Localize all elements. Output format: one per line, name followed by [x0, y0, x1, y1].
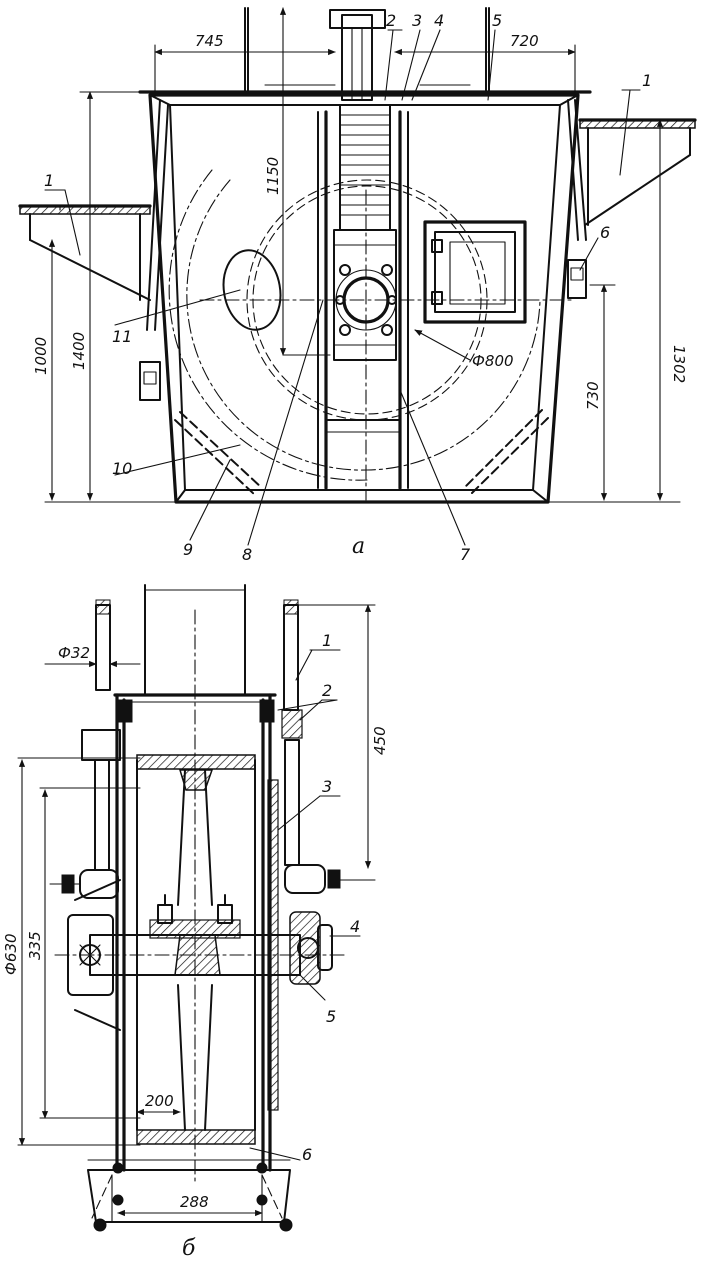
dim-288: 288 — [180, 1193, 209, 1211]
view-a: 745 720 1150 1000 1400 1302 730 Ф800 1 1… — [18, 7, 697, 564]
bottom-frame — [87, 1162, 293, 1232]
callout-a-10: 10 — [112, 459, 132, 478]
callout-a-3: 3 — [412, 11, 422, 30]
left-bracket — [18, 204, 152, 301]
labels-b: Ф32 450 Ф630 335 200 288 1 2 3 4 5 6 б — [2, 631, 389, 1261]
dim-730: 730 — [584, 381, 602, 410]
callout-b-6: 6 — [302, 1145, 312, 1164]
dim-450: 450 — [371, 726, 389, 755]
dim-1150: 1150 — [264, 157, 282, 195]
right-wall-strip — [267, 779, 279, 1111]
column-lower — [325, 419, 401, 433]
callout-b-2: 2 — [322, 681, 332, 700]
dims-b — [17, 604, 376, 1217]
upper-column — [144, 584, 246, 696]
dim-1000: 1000 — [32, 337, 50, 375]
leaders-a — [44, 29, 641, 546]
left-opening — [222, 249, 282, 331]
callout-b-4: 4 — [350, 917, 360, 936]
caption-b: б — [182, 1236, 196, 1261]
caption-a: а — [352, 534, 365, 559]
left-rod — [49, 599, 121, 899]
dim-720: 720 — [510, 32, 539, 50]
labels-a: 745 720 1150 1000 1400 1302 730 Ф800 1 1… — [32, 11, 688, 564]
dim-d32: Ф32 — [58, 644, 90, 662]
right-bracket — [578, 118, 697, 226]
inspection-window — [423, 220, 527, 324]
top-corners — [117, 699, 275, 723]
callout-a-1-right: 1 — [642, 71, 652, 90]
bottom-skids — [174, 409, 549, 496]
dim-1400: 1400 — [70, 332, 88, 370]
rods-top — [244, 7, 490, 93]
wheel-circle — [168, 169, 541, 481]
callout-a-9: 9 — [183, 540, 193, 559]
view-b: Ф32 450 Ф630 335 200 288 1 2 3 4 5 6 б — [2, 584, 389, 1261]
callout-a-11: 11 — [112, 327, 132, 346]
right-bearing — [289, 911, 333, 985]
callout-b-3: 3 — [322, 777, 332, 796]
dim-d630: Ф630 — [2, 933, 20, 975]
callout-b-1: 1 — [322, 631, 332, 650]
callout-a-2: 2 — [386, 11, 396, 30]
dim-1302: 1302 — [670, 345, 688, 383]
side-latches — [139, 259, 587, 401]
callout-a-5: 5 — [492, 11, 502, 30]
callout-b-5: 5 — [326, 1007, 336, 1026]
dim-200: 200 — [145, 1092, 174, 1110]
dim-d800: Ф800 — [472, 352, 514, 370]
tank-body — [138, 84, 592, 504]
inner-drum — [136, 754, 256, 1145]
dim-335: 335 — [26, 931, 44, 960]
centerlines — [199, 189, 576, 501]
dim-745: 745 — [195, 32, 224, 50]
dims-a — [44, 7, 681, 503]
leaders-b — [249, 649, 361, 1161]
callout-a-8: 8 — [242, 545, 252, 564]
right-rod — [281, 599, 341, 894]
callout-a-7: 7 — [460, 545, 471, 564]
callout-a-1-left: 1 — [44, 171, 54, 190]
side-walls — [146, 99, 587, 331]
callout-a-4: 4 — [434, 11, 444, 30]
callout-a-6: 6 — [600, 223, 610, 242]
